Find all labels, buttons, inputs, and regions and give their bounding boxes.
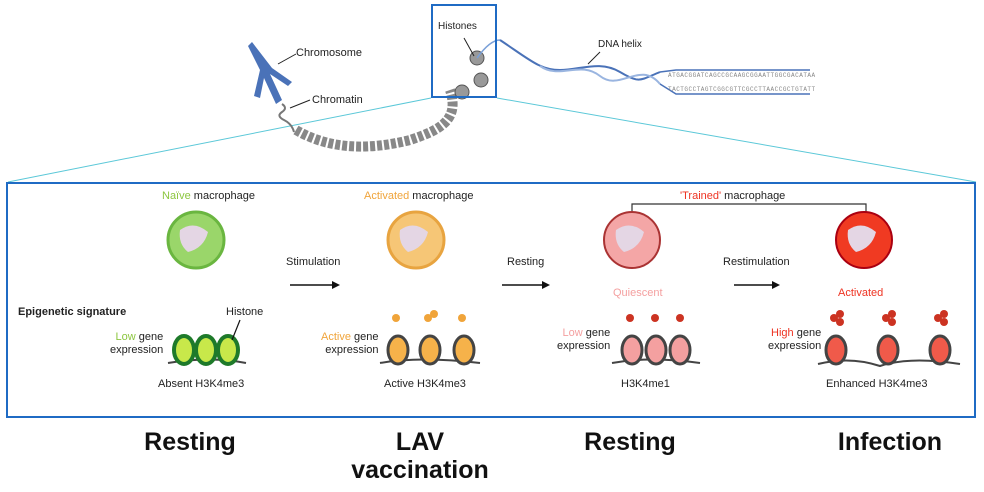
activated-macrophage-title: Activated macrophage bbox=[364, 190, 473, 202]
bottom-label-resting-2: Resting bbox=[584, 428, 676, 456]
absent-h3k4me3-label: Absent H3K4me3 bbox=[158, 378, 245, 390]
dna-helix-icon bbox=[499, 39, 810, 95]
stimulation-label: Stimulation bbox=[286, 256, 341, 268]
zoom-line-right bbox=[496, 97, 977, 183]
expression-word: expression bbox=[557, 340, 611, 352]
low-word: Low bbox=[115, 331, 136, 343]
naive-word: Naïve bbox=[162, 190, 191, 202]
trained-bracket bbox=[631, 203, 867, 215]
panel-graphics bbox=[166, 203, 961, 368]
bottom-label-lav-vaccination: LAV vaccination bbox=[351, 428, 489, 484]
high-word: High bbox=[771, 327, 794, 339]
dna-pointer bbox=[587, 51, 601, 65]
chromosome-icon bbox=[248, 42, 292, 104]
trained-activated-macrophage-icon bbox=[835, 211, 893, 269]
active-h3k4me3-label: Active H3K4me3 bbox=[384, 378, 466, 390]
activated-word: Activated bbox=[364, 190, 410, 202]
zoom-line-left bbox=[7, 97, 432, 183]
activated-macrophage-icon bbox=[386, 210, 446, 270]
histone-label: Histone bbox=[226, 306, 264, 318]
naive-macrophage-icon bbox=[166, 210, 226, 270]
resting-arrow-label: Resting bbox=[507, 256, 545, 268]
histone-pointer bbox=[231, 319, 241, 341]
macrophage-word: macrophage bbox=[409, 190, 474, 202]
expression-word: expression bbox=[768, 340, 822, 352]
bottom-label-resting-1: Resting bbox=[144, 428, 236, 456]
macrophage-word: macrophage bbox=[190, 190, 255, 202]
chromosome-label: Chromosome bbox=[296, 47, 363, 59]
active-nucleosomes-icon bbox=[379, 310, 481, 366]
chromatin-pointer bbox=[289, 99, 311, 109]
expression-word: expression bbox=[110, 344, 164, 356]
histones-pointer bbox=[463, 37, 475, 57]
restimulation-arrow bbox=[734, 281, 780, 289]
bottom-label-infection: Infection bbox=[837, 428, 943, 456]
stimulation-arrow bbox=[290, 281, 340, 289]
restimulation-label: Restimulation bbox=[723, 256, 790, 268]
epigenetic-signature-label: Epigenetic signature bbox=[18, 306, 127, 318]
trained-macrophage-title: 'Trained' macrophage bbox=[680, 190, 785, 202]
histone-zoom-box bbox=[431, 4, 497, 98]
chromatin-label: Chromatin bbox=[312, 94, 363, 106]
naive-nucleosomes-icon bbox=[167, 334, 247, 366]
active-word: Active bbox=[321, 331, 351, 343]
quiescent-label: Quiescent bbox=[613, 287, 663, 299]
gene-word: gene bbox=[135, 331, 164, 343]
macrophage-word: macrophage bbox=[721, 190, 786, 202]
quiescent-nucleosomes-icon bbox=[611, 314, 701, 366]
h3k4me1-label: H3K4me1 bbox=[621, 378, 670, 390]
epigenetic-panel bbox=[6, 182, 976, 418]
gene-word: gene bbox=[350, 331, 379, 343]
naive-macrophage-title: Naïve macrophage bbox=[162, 190, 255, 202]
resting-arrow bbox=[502, 281, 550, 289]
dna-helix-label: DNA helix bbox=[598, 39, 642, 50]
enhanced-h3k4me3-label: Enhanced H3K4me3 bbox=[826, 378, 928, 390]
dna-sequence-bottom: TACTGCCTAGTCGGCGTTCGCCTTAACCGCTGTATT bbox=[668, 86, 816, 93]
trained-word: 'Trained' bbox=[680, 190, 722, 202]
expression-word: expression bbox=[325, 344, 379, 356]
gene-word: gene bbox=[793, 327, 822, 339]
dna-sequence-top: ATGACGGATCAGCCGCAAGCGGAATTGGCGACATAA bbox=[668, 72, 816, 79]
chromosome-pointer bbox=[277, 53, 297, 65]
gene-word: gene bbox=[582, 327, 611, 339]
chromatin-fiber-icon bbox=[278, 88, 458, 152]
zoom-connector-lines bbox=[7, 37, 977, 183]
enhanced-nucleosomes-icon bbox=[817, 310, 961, 368]
quiescent-macrophage-icon bbox=[603, 211, 661, 269]
histones-label: Histones bbox=[438, 21, 477, 32]
activated-state-label: Activated bbox=[838, 287, 884, 299]
low-word: Low bbox=[562, 327, 583, 339]
